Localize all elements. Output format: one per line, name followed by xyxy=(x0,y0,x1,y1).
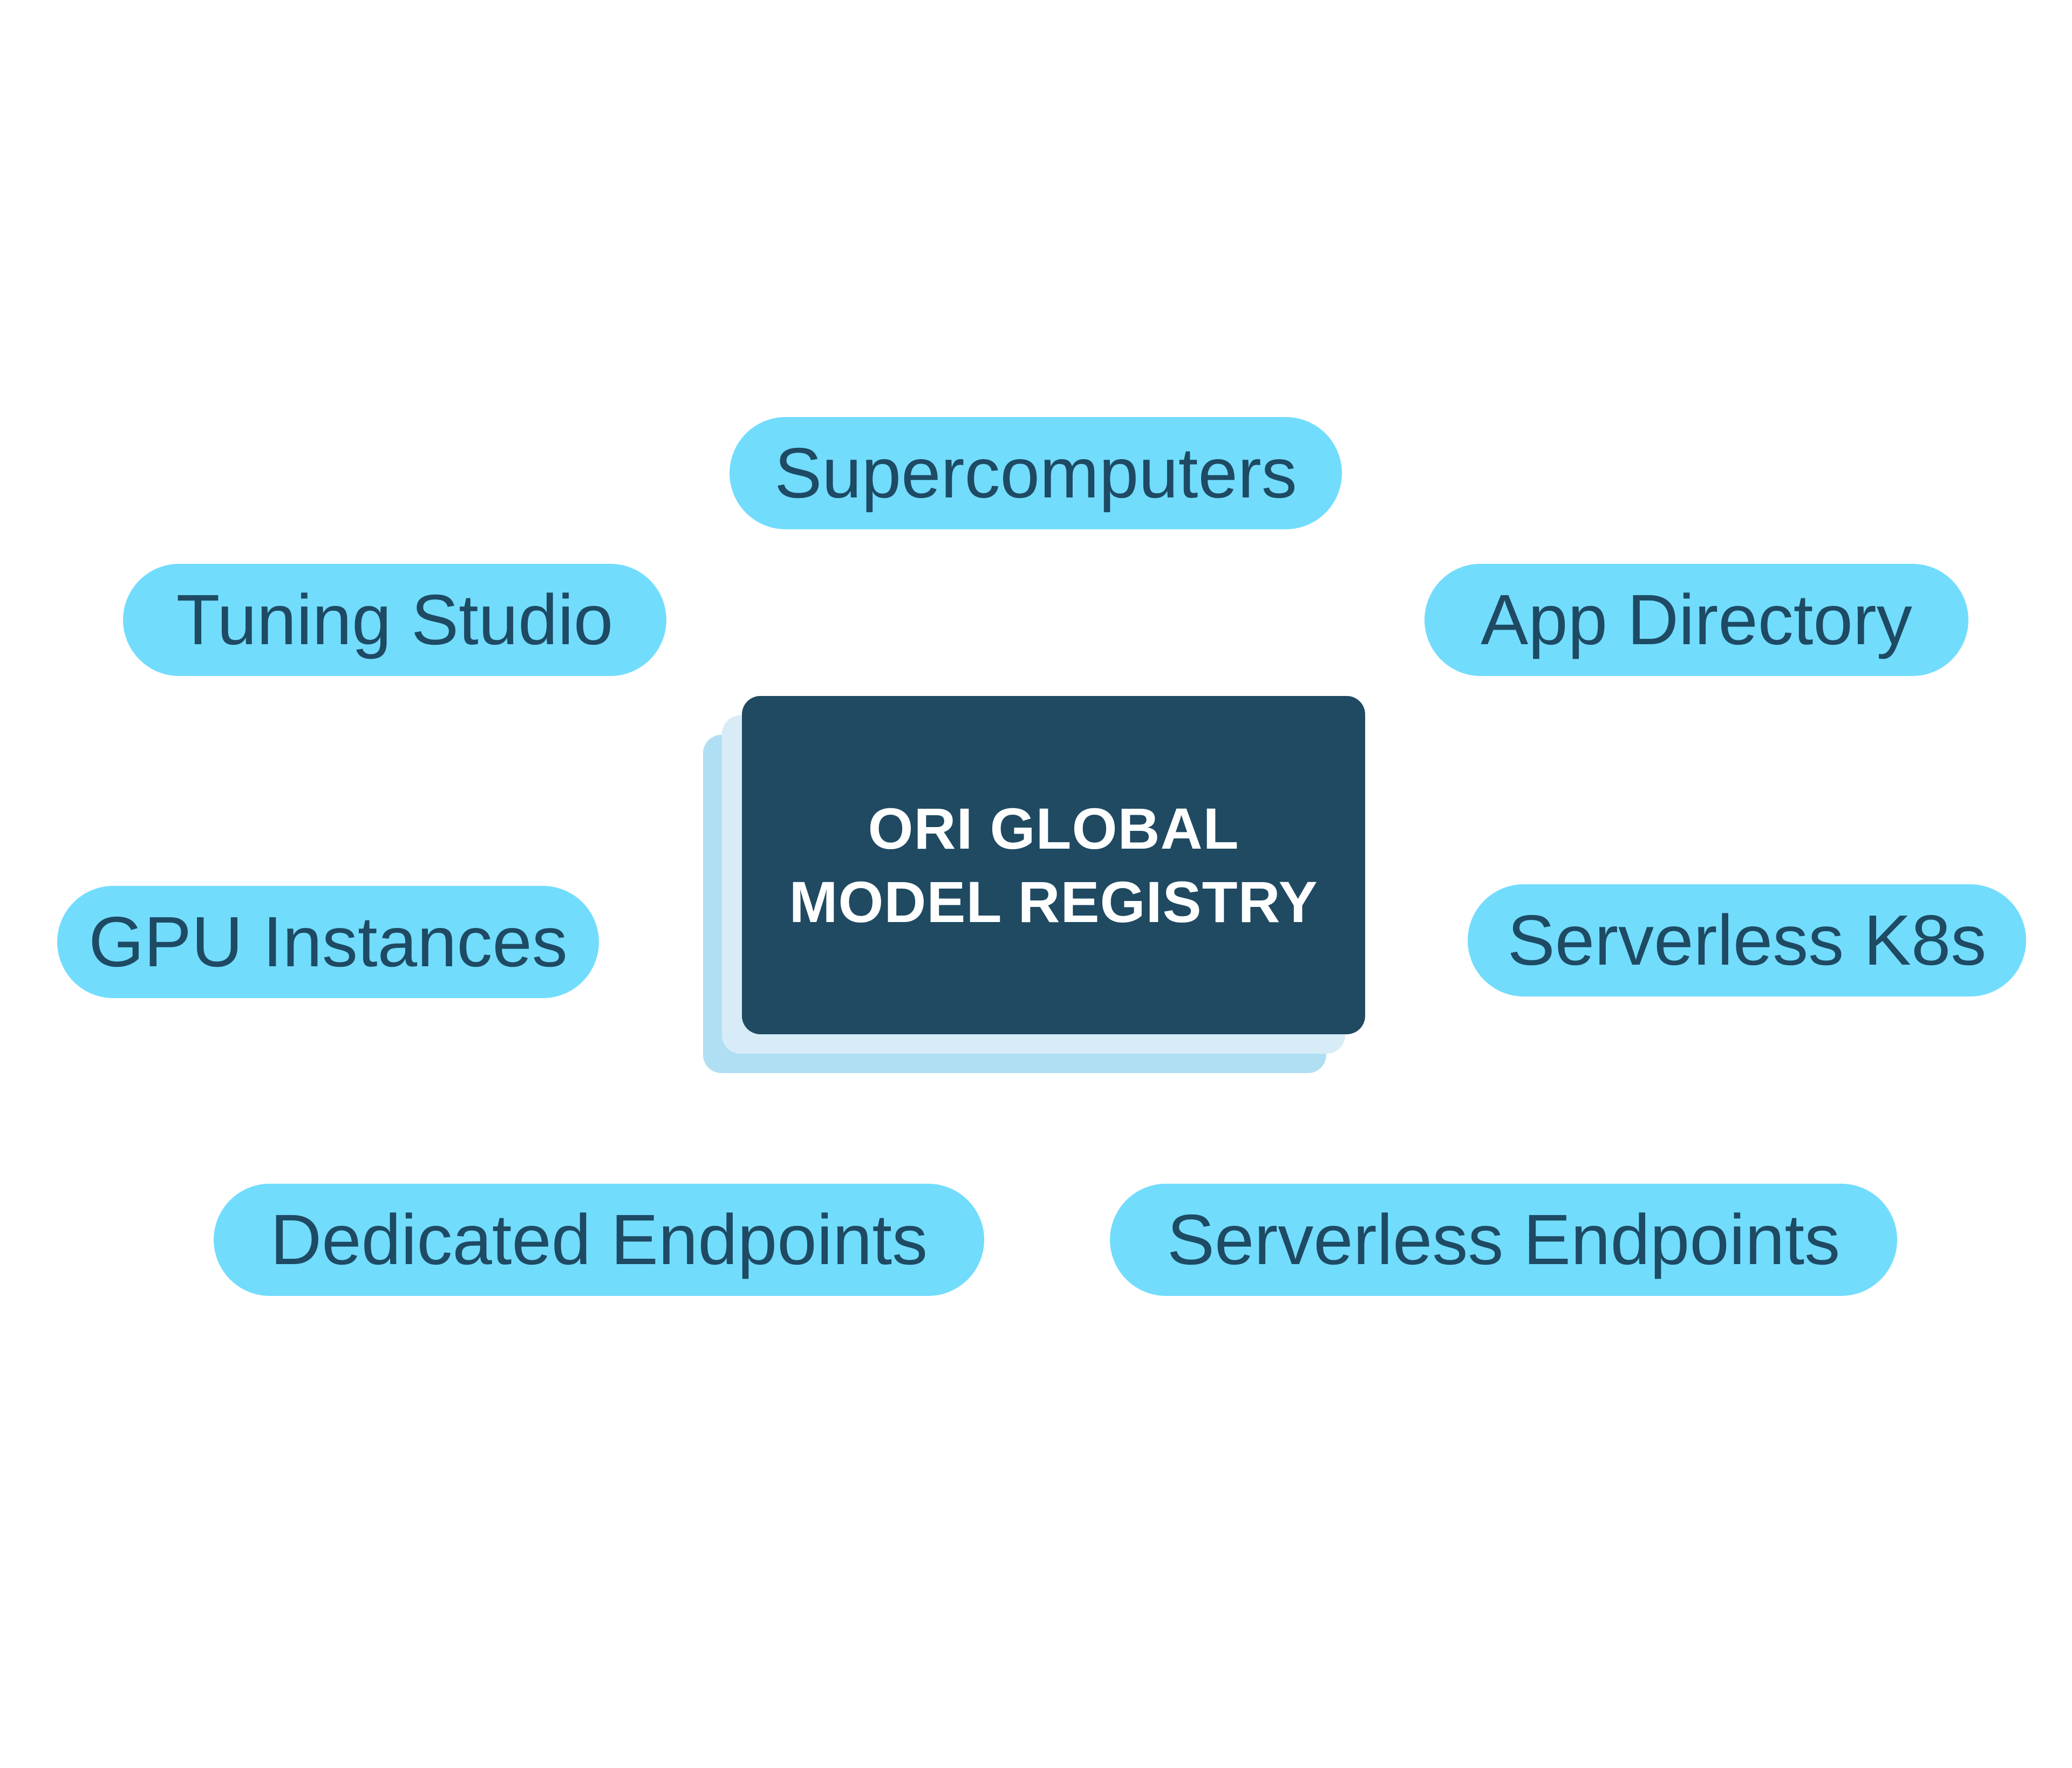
node-dedicated-endpoints: Dedicated Endpoints xyxy=(214,1184,984,1296)
node-serverless-endpoints: Serverless Endpoints xyxy=(1110,1184,1897,1296)
node-supercomputers: Supercomputers xyxy=(730,417,1342,529)
node-gpu-instances: GPU Instances xyxy=(57,886,599,998)
model-registry-box: ORI GLOBAL MODEL REGISTRY xyxy=(742,696,1365,1034)
node-tuning-studio: Tuning Studio xyxy=(123,564,666,676)
registry-title-line-1: ORI GLOBAL xyxy=(868,795,1239,861)
node-app-directory: App Directory xyxy=(1424,564,1968,676)
registry-title-line-2: MODEL REGISTRY xyxy=(789,869,1318,934)
node-serverless-k8s: Serverless K8s xyxy=(1468,884,2026,996)
